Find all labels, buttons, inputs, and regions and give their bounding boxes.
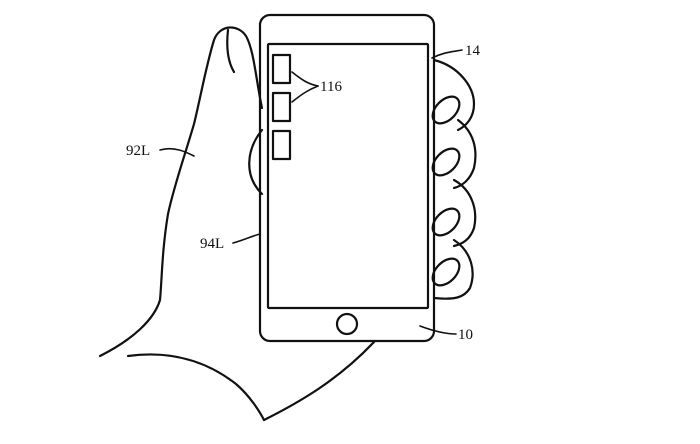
leader-92L	[159, 147, 195, 157]
icon-1	[271, 53, 292, 85]
icon-3	[271, 129, 292, 161]
label-palm-edge: 94L	[200, 236, 224, 252]
leader-116-b	[291, 85, 319, 103]
leader-10	[419, 325, 457, 335]
thumb-tip-crease	[226, 28, 236, 74]
thumb-outline	[98, 26, 264, 358]
wrist-outline	[262, 340, 376, 422]
leader-14	[431, 49, 463, 59]
label-hand: 92L	[126, 143, 150, 159]
device-body	[258, 13, 436, 343]
label-device: 10	[458, 327, 473, 343]
leader-94L	[232, 233, 261, 244]
leader-116-a	[291, 71, 319, 87]
icon-2	[271, 91, 292, 123]
label-icons: 116	[320, 79, 342, 95]
palm-bottom-outline	[126, 353, 266, 422]
thumb-base-curve	[248, 128, 264, 196]
display-screen	[266, 42, 430, 310]
home-button	[335, 312, 359, 336]
label-display: 14	[465, 43, 481, 59]
